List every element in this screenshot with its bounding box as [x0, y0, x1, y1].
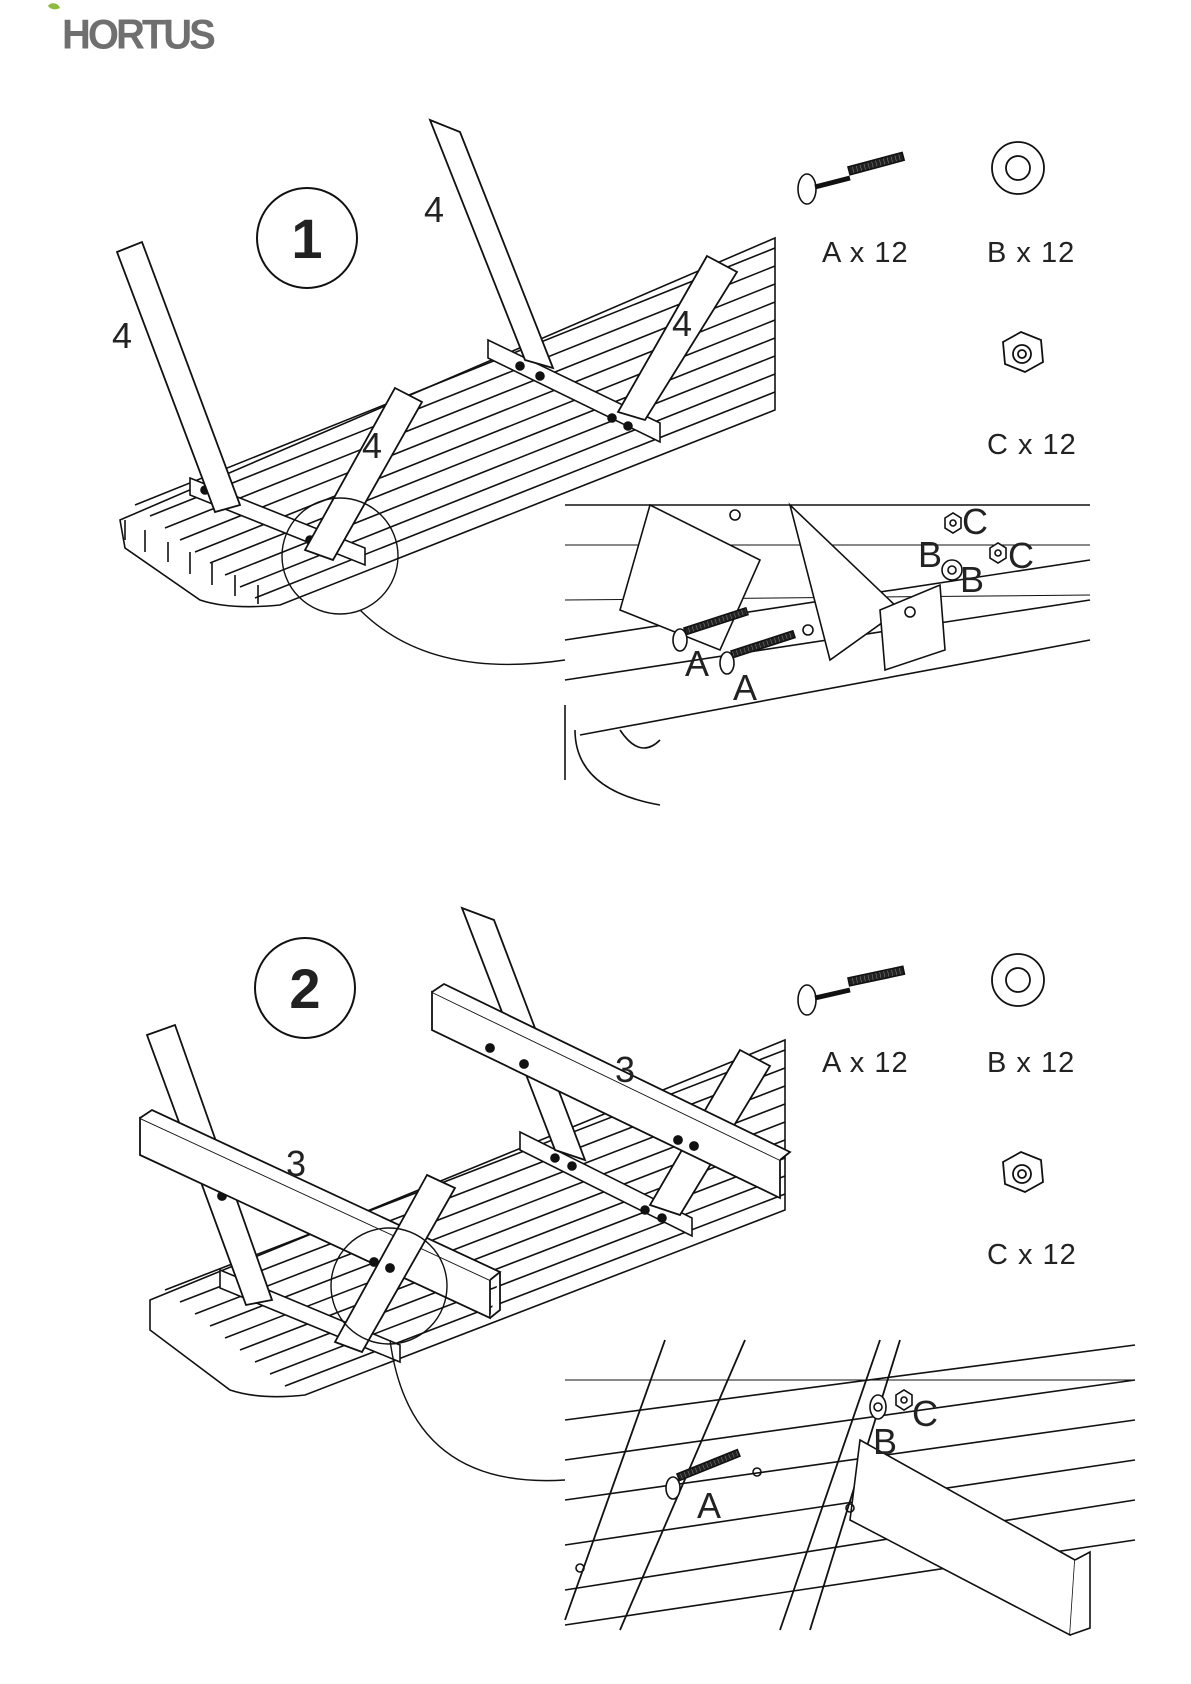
step-1-detail-label: C: [962, 501, 988, 542]
step-1-leg-3: [430, 120, 553, 368]
step-1-detail-label: A: [733, 667, 757, 708]
part-b-count: B x 12: [987, 1047, 1075, 1079]
step-2-detail-view: [565, 1340, 1135, 1635]
step-1-callout-leg: 4: [112, 315, 132, 356]
step-1-badge: 1: [257, 188, 357, 288]
nut-icon: [896, 1390, 912, 1410]
bolt-icon: [720, 631, 795, 674]
nut-icon: [990, 543, 1006, 563]
nut-icon: [1003, 1152, 1043, 1192]
step-1-callout-leg: 4: [672, 303, 692, 344]
step-2-badge: 2: [255, 938, 355, 1038]
step-1-parts-list: A x 12 B x 12 C x 12: [798, 142, 1077, 461]
step-2-detail-label: B: [873, 1421, 897, 1462]
part-c-count: C x 12: [987, 429, 1077, 461]
step-1-leg-1: [117, 242, 240, 512]
part-b-count: B x 12: [987, 237, 1075, 269]
washer-icon: [992, 142, 1044, 194]
part-a-count: A x 12: [822, 237, 909, 269]
step-2-callout-beam: 3: [615, 1049, 635, 1090]
step-2-detail-label: A: [697, 1485, 721, 1526]
step-1-number: 1: [291, 207, 322, 270]
step-2-callout-beam: 3: [286, 1143, 306, 1184]
step-1-detail-label: A: [685, 643, 709, 684]
step-1: 1: [112, 120, 1090, 805]
step-1-detail-label: B: [918, 534, 942, 575]
washer-icon: [992, 954, 1044, 1006]
step-1-callout-leg: 4: [362, 425, 382, 466]
washer-icon: [942, 560, 962, 580]
step-1-callout-leg: 4: [424, 189, 444, 230]
nut-icon: [945, 513, 961, 533]
washer-icon: [870, 1395, 886, 1419]
part-c-count: C x 12: [987, 1239, 1077, 1271]
bolt-icon: [798, 966, 904, 1015]
step-1-detail-label: B: [960, 559, 984, 600]
step-2-detail-label: C: [912, 1393, 938, 1434]
step-2-parts-list: A x 12 B x 12 C x 12: [798, 954, 1077, 1271]
step-2: 2: [140, 908, 1135, 1635]
step-2-number: 2: [289, 957, 320, 1020]
nut-icon: [1003, 332, 1043, 372]
part-a-count: A x 12: [822, 1047, 909, 1079]
step-1-detail-label: C: [1008, 535, 1034, 576]
bolt-icon: [798, 153, 904, 204]
